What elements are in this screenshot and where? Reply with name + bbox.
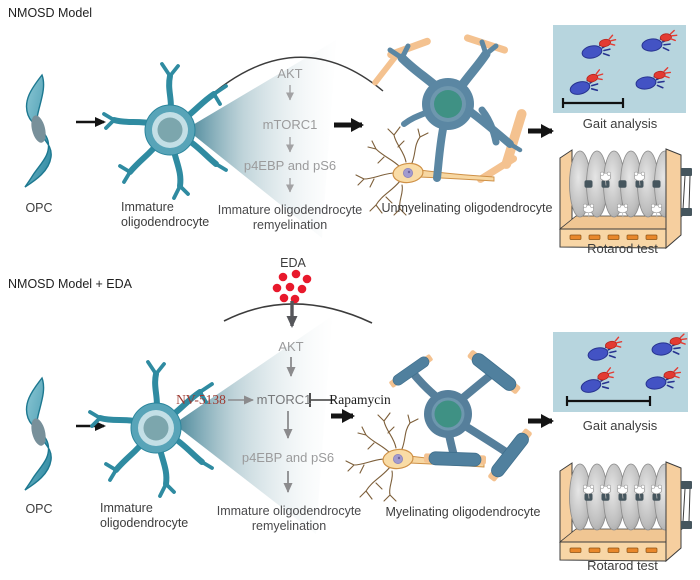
opc-cell [24, 74, 52, 188]
top-panel-title: NMOSD Model [8, 6, 93, 20]
eda-dots [272, 269, 312, 304]
gait-analysis-label: Gait analysis [582, 418, 658, 433]
gait-analysis-label: Gait analysis [582, 116, 658, 131]
rotarod-image [559, 461, 693, 562]
myelinating-oligodendrocyte-label: Myelinating oligodendrocyte [385, 505, 541, 519]
opc-cell [24, 377, 52, 491]
scale-bar [561, 98, 625, 108]
bottom-panel-title: NMOSD Model + EDA [8, 277, 132, 291]
opc-label: OPC [25, 502, 53, 516]
immature-oligodendrocyte-label: Immature oligodendrocyte [121, 200, 210, 229]
inhibition-rapamycin [309, 393, 334, 407]
mtorc1-label: mTORC1 [262, 117, 318, 132]
opc-label: OPC [25, 201, 53, 215]
nv5138-label: NV-5138 [176, 392, 226, 407]
gait-analysis-image [553, 25, 686, 113]
effectors-label: p4EBP and pS6 [241, 450, 335, 465]
gait-analysis-image [553, 330, 689, 412]
unmyelinating-oligodendrocyte-cell [387, 39, 523, 182]
eda-label: EDA [280, 256, 306, 270]
rotarod-test-label: Rotarod test [587, 558, 658, 573]
scale-bar [565, 396, 652, 406]
top-panel [24, 25, 693, 249]
rotarod-image [559, 148, 693, 249]
mtorc1-label: mTORC1 [256, 392, 312, 407]
rapamycin-label: Rapamycin [329, 392, 391, 407]
bottom-panel [24, 269, 693, 562]
remyelination-outcome-label: Immature oligodendrocyte remyelination [217, 203, 363, 232]
effectors-label: p4EBP and pS6 [243, 158, 337, 173]
immature-oligodendrocyte-label: Immature oligodendrocyte [100, 501, 189, 530]
zoom-cone [186, 40, 336, 238]
rotarod-test-label: Rotarod test [587, 241, 658, 256]
akt-label: AKT [278, 339, 304, 354]
akt-label: AKT [277, 66, 303, 81]
remyelination-outcome-label: Immature oligodendrocyte remyelination [216, 504, 362, 533]
membrane-arc [223, 303, 373, 324]
unmyelinating-oligodendrocyte-label: Unmyelinating oligodendrocyte [381, 201, 553, 215]
myelinating-oligodendrocyte-cell [387, 347, 535, 484]
